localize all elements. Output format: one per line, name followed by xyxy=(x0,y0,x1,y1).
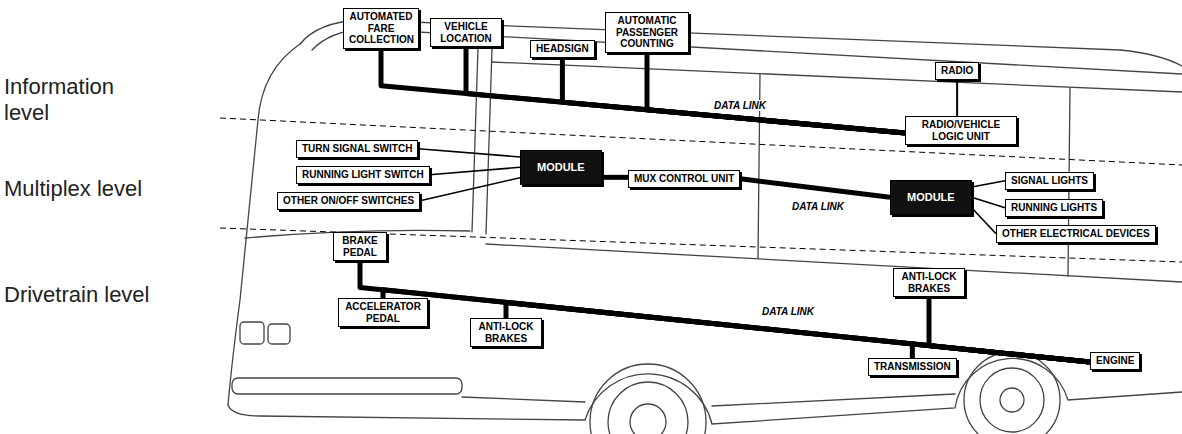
box-label: MODULE xyxy=(907,191,955,204)
box-label: ENGINE xyxy=(1096,355,1134,367)
box-label: RUNNING LIGHTS xyxy=(1011,202,1097,214)
box-label: VEHICLE LOCATION xyxy=(436,21,496,44)
drivetrain-box: ENGINE xyxy=(1090,352,1140,370)
link-label: DATA LINK xyxy=(790,201,846,212)
module-box: MODULE xyxy=(890,180,972,215)
logic-unit-box: RADIO/VEHICLE LOGIC UNIT xyxy=(905,116,1017,145)
system-box: RADIO xyxy=(935,62,979,80)
device-box: OTHER ELECTRICAL DEVICES xyxy=(996,225,1156,243)
data-link xyxy=(740,179,890,198)
link-label: DATA LINK xyxy=(712,100,768,111)
pedal-box: BRAKE PEDAL xyxy=(333,232,387,261)
system-box: AUTOMATED FARE COLLECTION xyxy=(343,8,419,49)
level-divider xyxy=(220,228,1182,262)
box-label: ANTI-LOCK BRAKES xyxy=(899,271,959,294)
link-label: DATA LINK xyxy=(760,306,816,317)
brake-box: ANTI-LOCK BRAKES xyxy=(893,268,965,297)
data-link xyxy=(466,47,905,133)
data-link xyxy=(647,53,905,134)
headlight xyxy=(268,324,290,344)
front-wheel xyxy=(590,364,706,434)
wire xyxy=(972,181,1005,187)
system-box: HEADSIGN xyxy=(530,40,595,58)
wire xyxy=(972,208,996,234)
box-label: OTHER ON/OFF SWITCHES xyxy=(283,195,414,207)
front-wheel-rim xyxy=(608,382,688,434)
switch-box: RUNNING LIGHT SWITCH xyxy=(296,166,430,184)
box-label: BRAKE PEDAL xyxy=(339,235,381,258)
bus-front xyxy=(228,44,300,405)
data-link xyxy=(383,290,1090,362)
data-link xyxy=(506,302,1090,362)
box-label: AUTOMATIC PASSENGER COUNTING xyxy=(611,15,683,50)
box-label: AUTOMATED FARE COLLECTION xyxy=(349,11,413,46)
level-divider xyxy=(220,118,1182,165)
data-link xyxy=(602,175,628,180)
data-link xyxy=(381,49,905,134)
wire xyxy=(956,80,958,117)
drivetrain-box: TRANSMISSION xyxy=(868,358,957,376)
wire xyxy=(418,149,520,157)
data-link xyxy=(360,261,1090,362)
module-box: MODULE xyxy=(520,150,602,185)
switch-box: OTHER ON/OFF SWITCHES xyxy=(277,192,420,210)
box-label: SIGNAL LIGHTS xyxy=(1011,175,1088,187)
wire xyxy=(972,197,1005,207)
brake-box: ANTI-LOCK BRAKES xyxy=(470,318,542,347)
device-box: RUNNING LIGHTS xyxy=(1005,199,1103,217)
system-box: VEHICLE LOCATION xyxy=(430,18,502,47)
rear-wheel xyxy=(964,352,1060,434)
switch-box: TURN SIGNAL SWITCH xyxy=(296,140,418,158)
wire xyxy=(420,178,520,201)
box-label: RADIO/VEHICLE LOGIC UNIT xyxy=(911,119,1011,142)
box-label: HEADSIGN xyxy=(536,43,589,55)
control-unit-box: MUX CONTROL UNIT xyxy=(628,170,740,188)
headlight xyxy=(240,322,264,344)
box-label: OTHER ELECTRICAL DEVICES xyxy=(1002,228,1150,240)
level-label: Drivetrain level xyxy=(4,282,154,308)
box-label: RUNNING LIGHT SWITCH xyxy=(302,169,424,181)
level-label: Multiplex level xyxy=(4,176,154,202)
box-label: RADIO xyxy=(941,65,973,77)
box-label: MODULE xyxy=(537,161,585,174)
device-box: SIGNAL LIGHTS xyxy=(1005,172,1094,190)
wire xyxy=(430,167,520,174)
front-bumper xyxy=(232,378,462,394)
box-label: ANTI-LOCK BRAKES xyxy=(476,321,536,344)
front-pillar xyxy=(472,48,492,234)
box-label: TURN SIGNAL SWITCH xyxy=(302,143,412,155)
level-label: Information level xyxy=(4,74,154,127)
side-window-top xyxy=(492,62,1182,92)
box-label: ACCELERATOR PEDAL xyxy=(344,301,422,324)
pedal-box: ACCELERATOR PEDAL xyxy=(338,298,428,327)
system-box: AUTOMATIC PASSENGER COUNTING xyxy=(605,12,689,53)
rear-wheel-hub xyxy=(1000,388,1024,412)
front-wheel-hub xyxy=(630,404,666,434)
rear-wheel-rim xyxy=(980,368,1044,432)
box-label: MUX CONTROL UNIT xyxy=(634,173,734,185)
data-link xyxy=(562,58,905,134)
side-skirt xyxy=(462,394,955,406)
box-label: TRANSMISSION xyxy=(874,361,951,373)
